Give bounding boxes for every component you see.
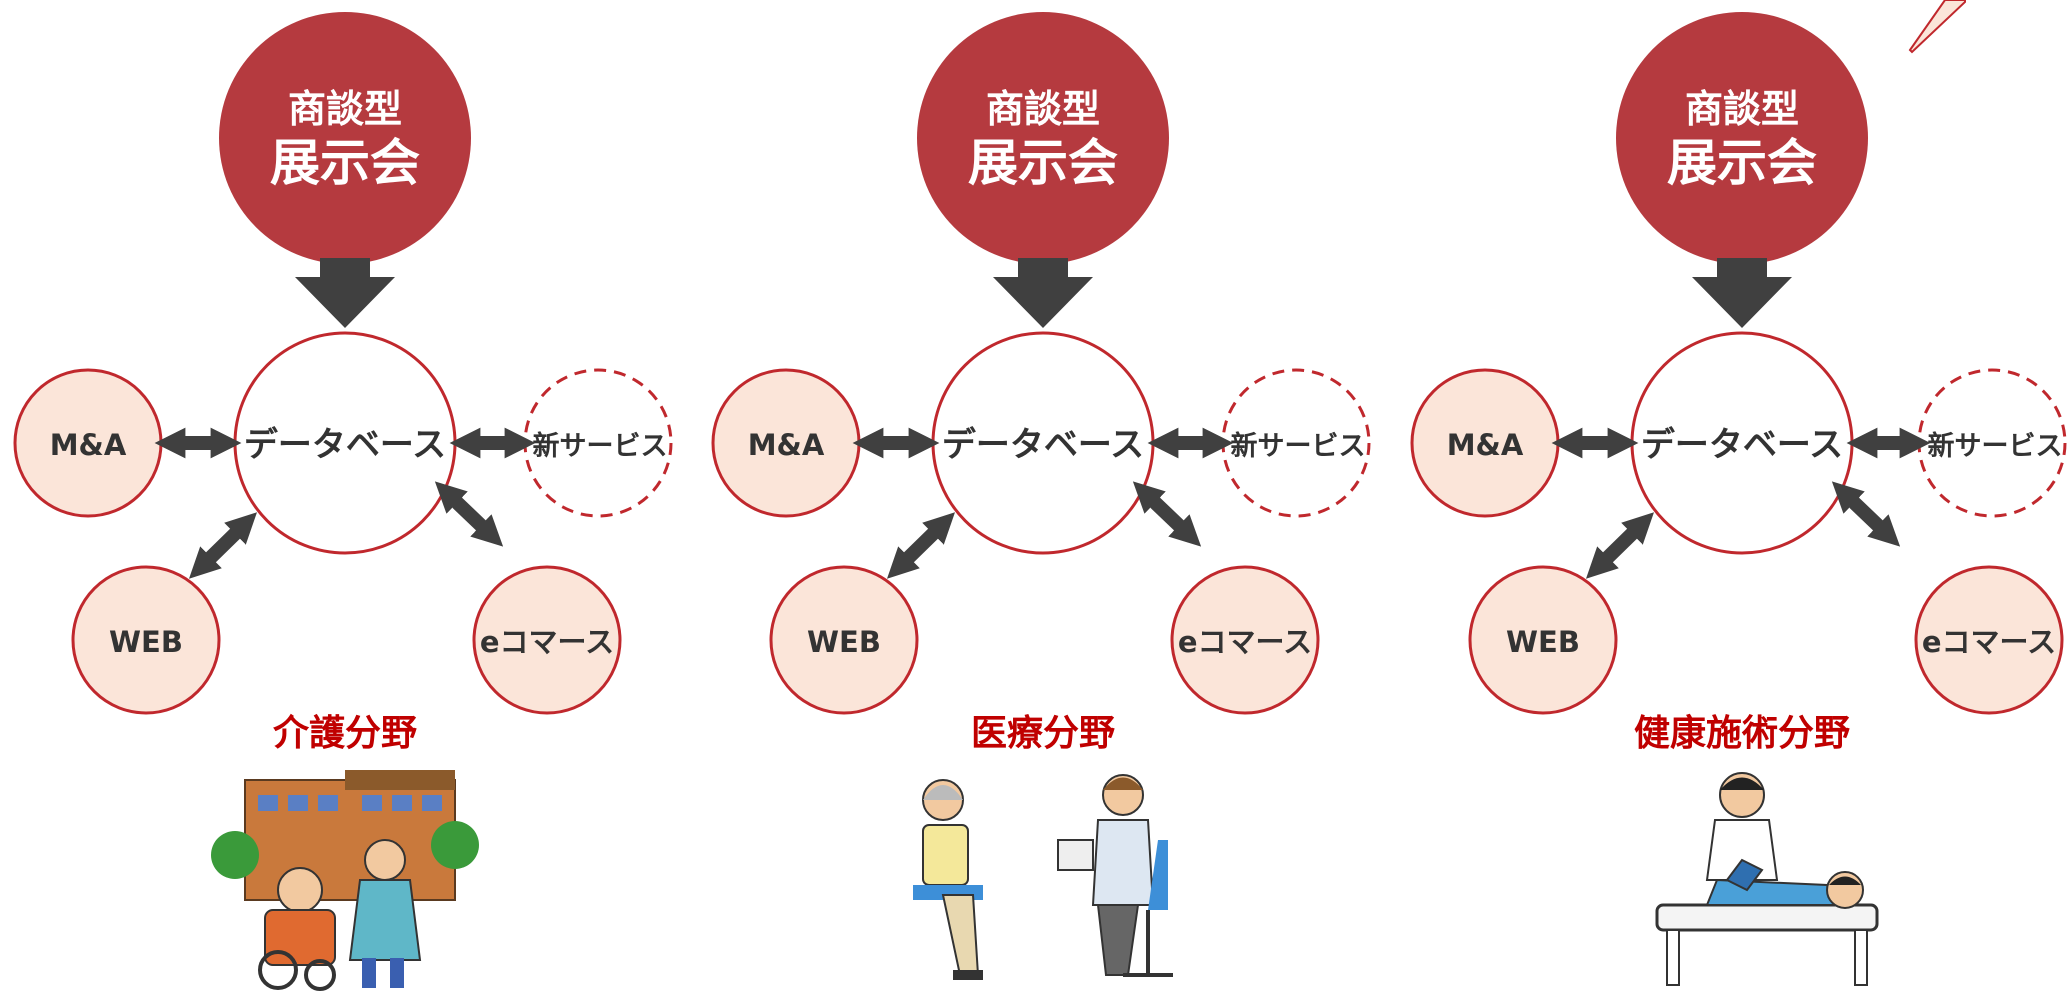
ma-label: M&A — [50, 428, 127, 462]
web-node — [71, 565, 221, 715]
web-node — [769, 565, 919, 715]
hub-label-line2: 展示会 — [1667, 134, 1817, 192]
arrow-database-web — [188, 512, 258, 579]
ecommerce-label: eコマース — [1922, 625, 2056, 659]
web-label: WEB — [1506, 625, 1580, 659]
ecommerce-node — [1170, 565, 1320, 715]
ecommerce-node — [1914, 565, 2064, 715]
hub-circle — [1616, 12, 1868, 264]
arrow-database-web — [886, 512, 956, 579]
web-node — [1468, 565, 1618, 715]
hub-label-line2: 展示会 — [270, 134, 420, 192]
new-service-label: 新サービス — [1928, 430, 2063, 462]
elderly-care-illustration — [211, 770, 479, 991]
field-label: 健康施術分野 — [1634, 712, 1850, 754]
arrow-database-ecommerce — [1132, 481, 1202, 547]
web-label: WEB — [807, 625, 881, 659]
down-arrow — [1692, 258, 1792, 328]
hub-label-line1: 商談型 — [986, 87, 1100, 131]
web-label: WEB — [109, 625, 183, 659]
panel-health: 商談型 展示会 データベース M&A 新サービス WEB eコマース 健康施術分… — [1410, 12, 2067, 986]
panel-medical: 商談型 展示会 データベース M&A 新サービス WEB eコマース 医療分野 — [711, 12, 1371, 980]
ecommerce-label: eコマース — [480, 625, 614, 659]
hub-label-line1: 商談型 — [288, 87, 402, 131]
arrow-database-ecommerce — [1831, 481, 1901, 547]
massage-therapy-illustration — [1655, 772, 1879, 986]
database-label: データベース — [942, 425, 1144, 465]
ma-label: M&A — [1447, 428, 1524, 462]
hub-label-line1: 商談型 — [1685, 87, 1799, 131]
arrow-database-web — [1585, 512, 1655, 579]
new-service-label: 新サービス — [1231, 430, 1366, 462]
ma-label: M&A — [748, 428, 825, 462]
field-label: 医療分野 — [971, 713, 1115, 754]
hub-circle — [219, 12, 471, 264]
arrow-database-ecommerce — [434, 481, 504, 547]
field-label: 介護分野 — [273, 713, 417, 754]
database-label: データベース — [1641, 425, 1843, 465]
ecommerce-node — [472, 565, 622, 715]
database-label: データベース — [244, 425, 446, 465]
corner-tab-shape — [1908, 0, 1966, 54]
down-arrow — [993, 258, 1093, 328]
hub-label-line2: 展示会 — [968, 134, 1118, 192]
down-arrow — [295, 258, 395, 328]
new-service-label: 新サービス — [533, 430, 668, 462]
panel-care: 商談型 展示会 データベース M&A 新サービス WEB eコマース 介護分野 — [13, 12, 673, 991]
doctor-consultation-illustration — [913, 774, 1173, 980]
ecommerce-label: eコマース — [1178, 625, 1312, 659]
hub-circle — [917, 12, 1169, 264]
